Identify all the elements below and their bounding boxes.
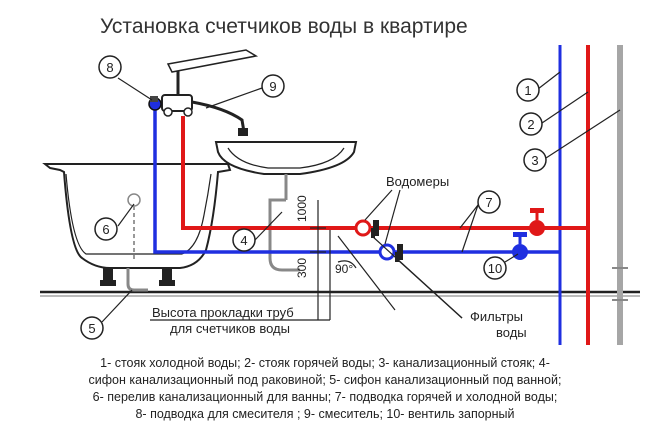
callout-9-label: 9 (269, 79, 276, 94)
callout-3-label: 3 (531, 153, 538, 168)
cold-water-shutoff-valve (512, 232, 528, 260)
pipe-height-label-line1: Высота прокладки труб (152, 305, 294, 320)
callout-6: 6 (94, 217, 118, 241)
callout-7-label: 7 (485, 195, 492, 210)
callout-10-label: 10 (488, 261, 502, 276)
callout-4: 4 (232, 228, 256, 252)
bathtub (42, 163, 232, 292)
leader-lines (101, 71, 621, 323)
diagram-title: Установка счетчиков воды в квартире (100, 15, 468, 38)
filters-label-line1: Фильтры (470, 309, 523, 324)
sewer-riser-clamps (612, 267, 628, 301)
legend-line-2: сифон канализационный под раковиной; 5- … (89, 373, 562, 387)
hot-water-meter (354, 219, 379, 237)
callout-2-label: 2 (527, 117, 534, 132)
callout-5: 5 (80, 316, 104, 340)
callout-8: 8 (98, 55, 122, 79)
legend: 1- стояк холодной воды; 2- стояк горячей… (89, 356, 562, 421)
dimension-300: 300 (295, 258, 309, 278)
filters-label-line2: воды (496, 325, 527, 340)
washbasin (214, 141, 358, 272)
legend-line-4: 8- подводка для смесителя ; 9- смеситель… (135, 407, 514, 421)
hot-water-shutoff-valve (529, 208, 545, 236)
callout-10: 10 (483, 256, 507, 280)
callout-6-label: 6 (102, 222, 109, 237)
faucet-mixer (161, 49, 259, 136)
callout-7: 7 (477, 190, 501, 214)
cold-water-meter (378, 243, 403, 261)
callout-2: 2 (519, 112, 543, 136)
callout-4-label: 4 (240, 233, 247, 248)
angle-label: 90° (335, 262, 353, 276)
legend-line-1: 1- стояк холодной воды; 2- стояк горячей… (100, 356, 550, 370)
callout-9: 9 (261, 74, 285, 98)
callout-5-label: 5 (88, 321, 95, 336)
dimension-1000: 1000 (295, 195, 309, 222)
callout-1: 1 (516, 78, 540, 102)
callout-8-label: 8 (106, 60, 113, 75)
callout-3: 3 (523, 148, 547, 172)
callout-1-label: 1 (524, 83, 531, 98)
pipe-height-label-line2: для счетчиков воды (170, 321, 290, 336)
mixer-connector-fitting (150, 96, 158, 102)
dimension-lines (310, 200, 396, 320)
cold-water-supply-pipe (153, 106, 560, 254)
water-filters (371, 228, 399, 262)
hot-water-supply-pipe (181, 116, 588, 230)
water-meters-label: Водомеры (386, 174, 449, 189)
legend-line-3: 6- перелив канализационный для ванны; 7-… (93, 390, 558, 404)
